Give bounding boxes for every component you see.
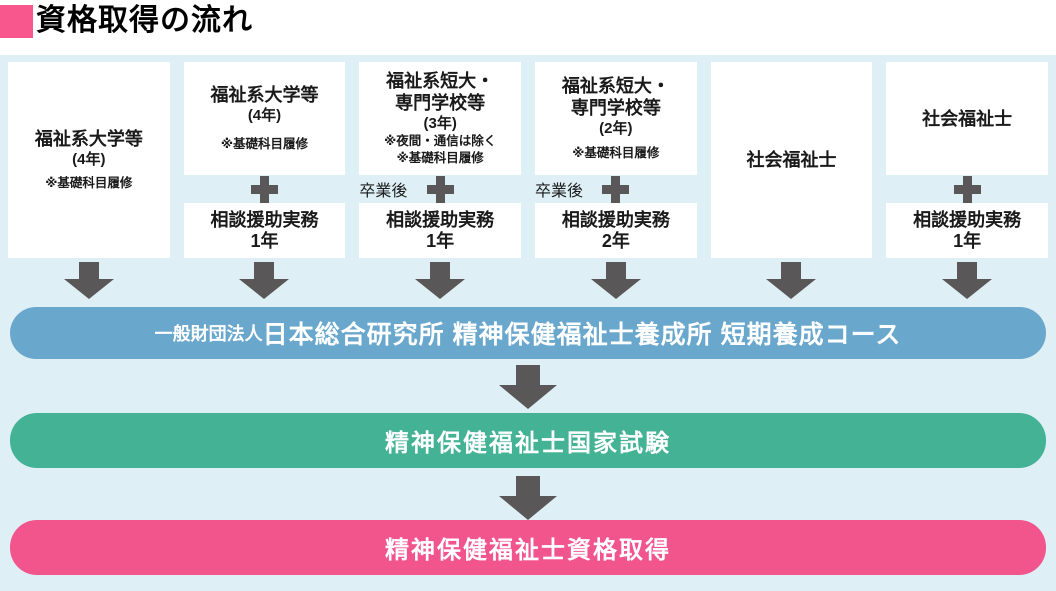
practice-box: 相談援助実務 2年 (535, 203, 697, 258)
practice-box: 相談援助実務 1年 (183, 203, 346, 258)
page-title-text: 資格取得の流れ (36, 4, 253, 37)
down-arrow-icon (942, 262, 993, 299)
route-column-6: 社会福祉士 相談援助実務 1年 (886, 62, 1048, 299)
box-years: (3年) (423, 115, 457, 132)
route-box-college-3yr: 福祉系短大・ 専門学校等 (3年) ※夜間・通信は除く ※基礎科目履修 (359, 62, 521, 175)
route-box-college-2yr: 福祉系短大・ 専門学校等 (2年) ※基礎科目履修 (535, 62, 697, 175)
course-org-prefix: 一般財団法人 (154, 324, 263, 344)
route-box-university-4yr-b: 福祉系大学等 (4年) ※基礎科目履修 (183, 62, 346, 175)
route-column-5: 社会福祉士 (710, 62, 873, 299)
box-title: 福祉系短大・ (386, 71, 495, 91)
box-title: 社会福祉士 (746, 150, 837, 170)
plus-icon (602, 175, 630, 203)
route-columns: 福祉系大学等 (4年) ※基礎科目履修 福祉系大学等 (4年) ※基礎科目履修 (0, 55, 1056, 299)
route-column-1: 福祉系大学等 (4年) ※基礎科目履修 (8, 62, 170, 299)
after-graduation-label: 卒業後 (359, 183, 408, 200)
practice-duration: 2年 (601, 230, 630, 251)
box-years: (4年) (72, 151, 106, 168)
page-title: 資格取得の流れ (0, 2, 253, 40)
training-course-bar: 一般財団法人日本総合研究所 精神保健福祉士養成所 短期養成コース (10, 307, 1046, 359)
plus-icon (250, 175, 278, 203)
box-title: 福祉系大学等 (34, 129, 143, 149)
box-years: (4年) (247, 107, 282, 124)
plus-row: 卒業後 (359, 175, 521, 203)
down-arrow-icon (239, 262, 290, 299)
route-box-social-worker: 社会福祉士 (710, 62, 873, 258)
practice-duration: 1年 (426, 230, 455, 251)
box-note: ※基礎科目履修 (396, 151, 484, 165)
plus-row (886, 175, 1048, 203)
plus-icon (953, 175, 981, 203)
after-graduation-label: 卒業後 (535, 183, 584, 200)
practice-label: 相談援助実務 (913, 209, 1022, 230)
plus-row: 卒業後 (535, 175, 697, 203)
box-note: ※基礎科目履修 (45, 176, 133, 190)
flow-panel: 福祉系大学等 (4年) ※基礎科目履修 福祉系大学等 (4年) ※基礎科目履修 (0, 55, 1056, 591)
box-note: ※基礎科目履修 (220, 137, 309, 151)
box-title-line2: 専門学校等 (395, 93, 486, 113)
box-title: 福祉系大学等 (210, 85, 319, 105)
box-note: ※基礎科目履修 (572, 146, 660, 160)
plus-row (184, 175, 346, 203)
title-accent-square (0, 4, 33, 38)
box-note-night: ※夜間・通信は除く (384, 134, 497, 148)
qualification-goal-bar: 精神保健福祉士資格取得 (10, 520, 1046, 575)
route-box-university-4yr: 福祉系大学等 (4年) ※基礎科目履修 (8, 62, 170, 258)
box-title: 社会福祉士 (922, 108, 1013, 129)
down-arrow-icon (498, 476, 558, 520)
down-arrow-icon (590, 262, 641, 299)
route-column-4: 福祉系短大・ 専門学校等 (2年) ※基礎科目履修 卒業後 相談援助実務 2年 (535, 62, 697, 299)
box-title: 福祉系短大・ (561, 76, 670, 96)
down-arrow-icon (415, 262, 466, 299)
practice-duration: 1年 (250, 230, 279, 251)
down-arrow-icon (766, 262, 817, 299)
practice-duration: 1年 (953, 230, 982, 251)
route-column-2: 福祉系大学等 (4年) ※基礎科目履修 相談援助実務 1年 (183, 62, 346, 299)
national-exam-bar: 精神保健福祉士国家試験 (10, 413, 1046, 468)
down-arrow-icon (63, 262, 114, 299)
practice-label: 相談援助実務 (210, 209, 319, 230)
route-box-social-worker-b: 社会福祉士 (886, 62, 1048, 175)
plus-icon (426, 175, 454, 203)
practice-box: 相談援助実務 1年 (359, 203, 521, 258)
practice-label: 相談援助実務 (386, 209, 495, 230)
course-name: 日本総合研究所 精神保健福祉士養成所 短期養成コース (262, 321, 902, 349)
practice-box: 相談援助実務 1年 (886, 203, 1048, 258)
practice-label: 相談援助実務 (561, 209, 670, 230)
route-column-3: 福祉系短大・ 専門学校等 (3年) ※夜間・通信は除く ※基礎科目履修 卒業後 … (359, 62, 521, 299)
box-title-line2: 専門学校等 (570, 98, 661, 118)
down-arrow-icon (498, 365, 558, 409)
box-years: (2年) (599, 120, 633, 137)
